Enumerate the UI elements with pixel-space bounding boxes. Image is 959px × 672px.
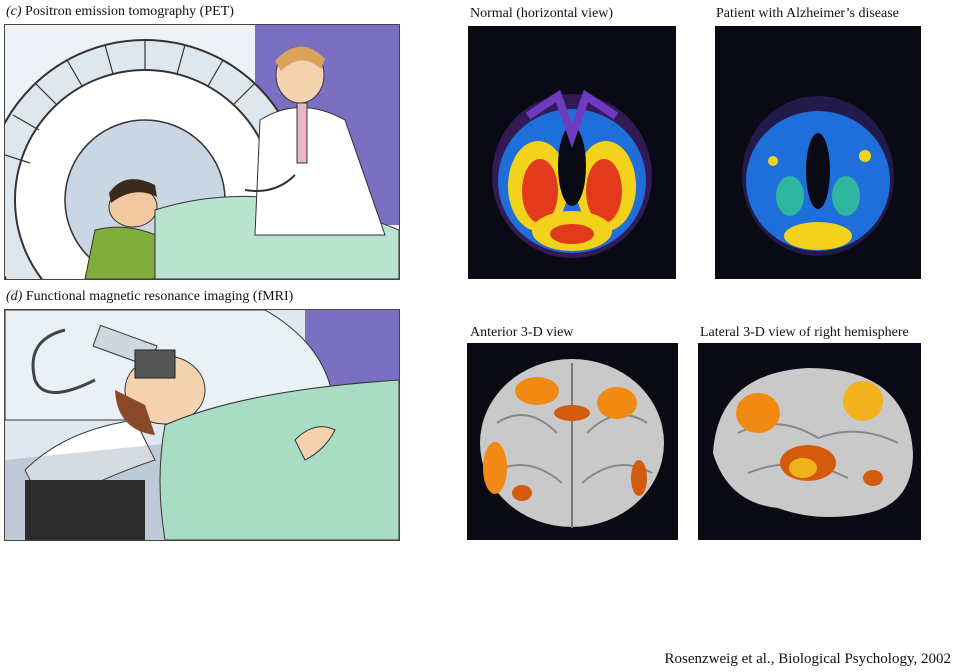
fmri-panel-title: (d) Functional magnetic resonance imagin… xyxy=(6,289,293,305)
scan-label-anterior: Anterior 3-D view xyxy=(470,325,574,340)
scan-label-alzheimers: Patient with Alzheimer’s disease xyxy=(716,6,899,21)
pet-scanner-drawing xyxy=(5,25,399,279)
pet-scanner-illustration xyxy=(4,24,400,280)
scan-label-lateral: Lateral 3-D view of right hemisphere xyxy=(700,325,909,340)
fmri-anterior-image xyxy=(467,343,678,540)
fmri-panel-title-text: Functional magnetic resonance imaging (f… xyxy=(25,289,294,304)
fmri-anterior-view xyxy=(467,343,678,540)
scan-label-normal: Normal (horizontal view) xyxy=(470,6,614,21)
pet-scan-normal xyxy=(468,26,676,279)
citation: Rosenzweig et al., Biological Psychology… xyxy=(664,651,952,667)
fmri-scanner-drawing xyxy=(5,310,399,540)
fmri-lateral-view xyxy=(698,343,921,540)
fmri-scanner-illustration xyxy=(4,309,400,541)
pet-scan-normal-image xyxy=(468,26,676,279)
pet-panel-letter: (c) xyxy=(6,4,22,19)
pet-scan-alzheimers-image xyxy=(715,26,921,279)
fmri-panel-letter: (d) xyxy=(6,289,23,304)
pet-scan-alzheimers xyxy=(715,26,921,279)
pet-panel-title: (c) Positron emission tomography (PET) xyxy=(6,4,234,20)
fmri-lateral-image xyxy=(698,343,921,540)
pet-panel-title-text: Positron emission tomography (PET) xyxy=(25,4,234,19)
